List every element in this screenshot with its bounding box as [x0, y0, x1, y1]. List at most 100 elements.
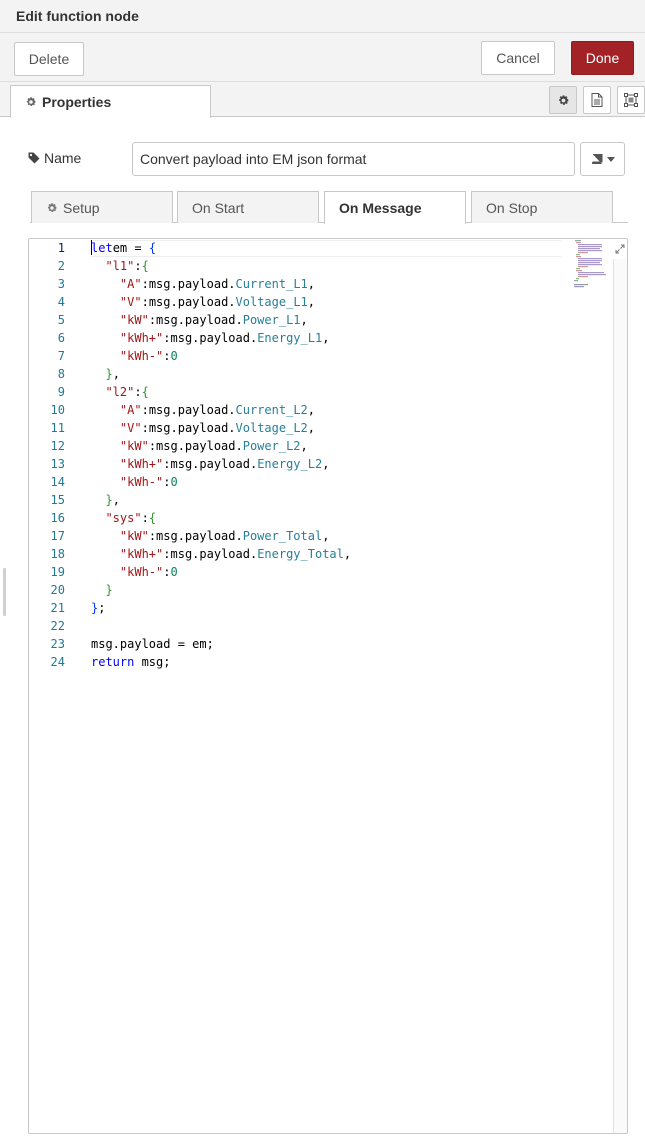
code-token: let	[91, 241, 113, 255]
settings-tab-button[interactable]	[549, 86, 577, 114]
tab-setup[interactable]: Setup	[31, 191, 173, 223]
code-token: :	[163, 565, 171, 579]
description-tab-button[interactable]	[583, 86, 611, 114]
tab-on-stop-label: On Stop	[486, 199, 538, 216]
line-number: 20	[50, 583, 65, 597]
name-label-text: Name	[44, 150, 82, 166]
code-text: "kWh+":msg.payload.Energy_L2,	[91, 455, 330, 473]
code-line[interactable]: 11 "V":msg.payload.Voltage_L2,	[29, 419, 627, 437]
code-line[interactable]: 13 "kWh+":msg.payload.Energy_L2,	[29, 455, 627, 473]
code-text: "l1":{	[91, 257, 148, 275]
code-line[interactable]: 3 "A":msg.payload.Current_L1,	[29, 275, 627, 293]
code-line[interactable]: 10 "A":msg.payload.Current_L2,	[29, 401, 627, 419]
code-token: em =	[112, 241, 149, 255]
code-token	[91, 565, 120, 579]
code-line[interactable]: 9 "l2":{	[29, 383, 627, 401]
code-line[interactable]: 22	[29, 617, 627, 635]
code-text: "sys":{	[91, 509, 156, 527]
code-editor[interactable]: 1 letem = {2 "l1":{3 "A":msg.payload.Curr…	[28, 238, 628, 1134]
appearance-tab-button[interactable]	[617, 86, 645, 114]
panel-resize-handle[interactable]	[3, 568, 6, 616]
code-line[interactable]: 20 }	[29, 581, 627, 599]
name-input[interactable]: Convert payload into EM json format	[132, 142, 575, 176]
code-token	[91, 583, 105, 597]
code-token: Current_L2	[235, 403, 308, 417]
line-number: 6	[57, 331, 65, 345]
code-line[interactable]: 17 "kW":msg.payload.Power_Total,	[29, 527, 627, 545]
code-line[interactable]: 18 "kWh+":msg.payload.Energy_Total,	[29, 545, 627, 563]
code-text: "kWh-":0	[91, 473, 178, 491]
code-text: letem = {	[91, 239, 156, 257]
line-number: 1	[57, 241, 65, 255]
code-token: 0	[170, 475, 178, 489]
code-text: "kWh+":msg.payload.Energy_Total,	[91, 545, 351, 563]
code-token: "l2"	[105, 385, 135, 399]
code-line[interactable]: 16 "sys":{	[29, 509, 627, 527]
code-token	[91, 295, 120, 309]
text-cursor	[91, 240, 92, 255]
code-token: Energy_L2	[257, 457, 323, 471]
icon-picker-button[interactable]	[580, 142, 625, 176]
code-line[interactable]: 21};	[29, 599, 627, 617]
cancel-button[interactable]: Cancel	[481, 41, 555, 75]
code-text: "kWh-":0	[91, 563, 178, 581]
code-token: :msg.payload.	[141, 403, 236, 417]
code-line[interactable]: 5 "kW":msg.payload.Power_L1,	[29, 311, 627, 329]
code-line[interactable]: 4 "V":msg.payload.Voltage_L1,	[29, 293, 627, 311]
line-number: 22	[50, 619, 65, 633]
code-line[interactable]: 15 },	[29, 491, 627, 509]
current-line-highlight	[91, 240, 561, 257]
code-line[interactable]: 1 letem = {	[29, 239, 627, 257]
code-token: :msg.payload.	[148, 313, 243, 327]
code-text: },	[91, 365, 119, 383]
tab-on-stop[interactable]: On Stop	[471, 191, 613, 223]
line-number: 17	[50, 529, 65, 543]
name-label: Name	[28, 150, 81, 166]
gear-icon	[558, 94, 569, 105]
line-number: 18	[50, 547, 65, 561]
code-token: ;	[98, 601, 106, 615]
code-token: :msg.payload.	[148, 529, 243, 543]
code-token	[91, 277, 120, 291]
code-token: "l1"	[105, 259, 135, 273]
code-line[interactable]: 2 "l1":{	[29, 257, 627, 275]
line-number: 5	[57, 313, 65, 327]
code-token	[91, 511, 105, 525]
tag-icon	[28, 152, 40, 164]
code-token: :msg.payload.	[141, 277, 236, 291]
code-token: ,	[307, 421, 315, 435]
code-token: "kW"	[119, 529, 149, 543]
function-subtabs: Setup On Start On Message On Stop	[30, 190, 628, 224]
code-token: :	[141, 511, 149, 525]
code-token: {	[148, 511, 157, 525]
code-token: msg.payload = em;	[91, 637, 214, 651]
expand-editor-button[interactable]	[613, 239, 627, 259]
code-token: }	[105, 493, 113, 507]
code-token: Power_Total	[242, 529, 323, 543]
code-line[interactable]: 8 },	[29, 365, 627, 383]
tab-on-message[interactable]: On Message	[324, 191, 466, 224]
code-token: ,	[322, 529, 330, 543]
line-number: 24	[50, 655, 65, 669]
editor-vertical-scrollbar[interactable]	[613, 239, 627, 1133]
line-number: 13	[50, 457, 65, 471]
tab-properties[interactable]: Properties	[10, 85, 211, 118]
gear-icon	[27, 97, 36, 106]
delete-button[interactable]: Delete	[14, 42, 84, 76]
done-button[interactable]: Done	[571, 41, 634, 75]
code-token: "V"	[119, 295, 142, 309]
code-line[interactable]: 19 "kWh-":0	[29, 563, 627, 581]
tab-setup-label: Setup	[63, 199, 100, 216]
tab-on-start[interactable]: On Start	[177, 191, 319, 223]
code-line[interactable]: 12 "kW":msg.payload.Power_L2,	[29, 437, 627, 455]
code-text: "kWh+":msg.payload.Energy_L1,	[91, 329, 330, 347]
expand-icon	[615, 244, 625, 254]
code-minimap[interactable]	[573, 239, 613, 299]
code-text: msg.payload = em;	[91, 635, 214, 653]
code-token: "kWh-"	[119, 475, 164, 489]
code-line[interactable]: 14 "kWh-":0	[29, 473, 627, 491]
code-line[interactable]: 6 "kWh+":msg.payload.Energy_L1,	[29, 329, 627, 347]
code-line[interactable]: 7 "kWh-":0	[29, 347, 627, 365]
